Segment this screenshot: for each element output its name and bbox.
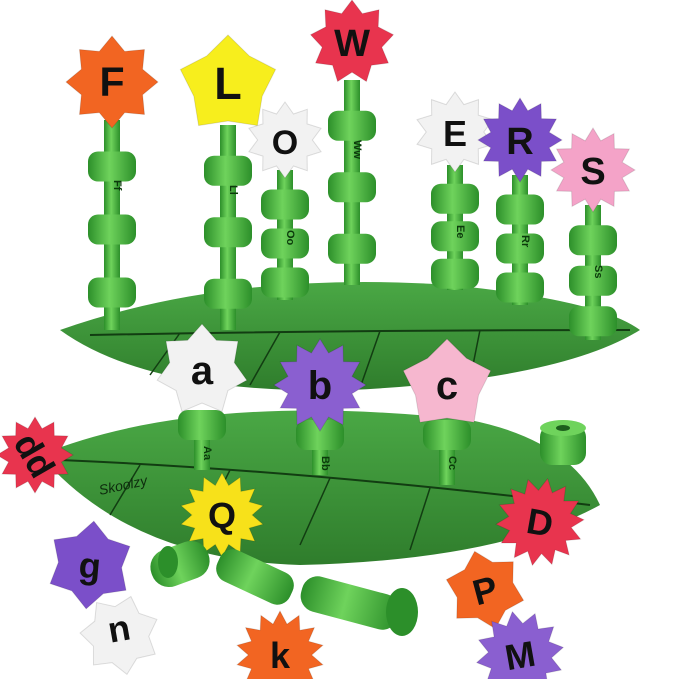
stem-label: Aa [201,446,213,461]
flower-head [273,338,367,432]
peg-disc [178,410,226,440]
flower-peg-f: Ff F [65,35,159,330]
peg-disc [569,225,617,256]
loose-flower-k: k [236,609,324,679]
flower-letter: S [580,151,605,193]
peg-disc [496,233,544,264]
peg-disc [261,228,309,259]
stem-label: Rr [519,235,531,248]
flower-peg-c: Cc c [402,338,492,485]
loose-flower-P: P [445,550,525,630]
peg-disc [261,189,309,220]
loose-flower-letter: M [502,633,539,679]
stem-label: Cc [446,456,458,470]
flower-letter: O [272,124,298,162]
flower-head [402,338,492,423]
loose-flower-D: D [494,477,586,567]
stem-label: Ss [592,265,604,278]
flower-head [65,35,159,129]
loose-flower-M: M [475,610,565,679]
peg-disc [204,278,252,309]
flower-peg-e: Ee E [416,91,494,290]
flower-head [179,34,277,127]
peg-disc [328,233,376,264]
peg-disc [431,183,479,214]
peg-disc [88,151,136,182]
flower-letter: E [443,113,467,154]
stem-label: Ff [111,180,123,191]
flower-peg-b: Bb b [273,338,367,475]
flower-letter: F [99,59,124,105]
loose-flower-letter: k [270,635,291,676]
loose-flower-letter: g [77,544,102,587]
flower-head [309,0,395,83]
peg-disc [261,267,309,298]
flower-letter: b [308,364,332,408]
flower-peg-w: Ww W [309,0,395,285]
flower-letter: W [334,23,370,65]
stem-label: Oo [284,230,296,246]
loose-flower-dd: dd [0,416,74,494]
peg-disc [496,194,544,225]
flower-head [477,97,563,183]
flower-head [416,91,494,173]
peg-disc [88,214,136,245]
flower-letter: c [436,364,458,408]
stem-label: Ee [454,225,466,238]
loose-pegs [150,420,586,636]
peg-disc [328,110,376,141]
stem-label: Ll [227,185,239,195]
peg-disc [88,277,136,308]
flower-head [156,323,248,413]
peg-disc [423,420,471,450]
loose-flower-head [236,609,324,679]
flower-peg-o: Oo O [248,101,322,300]
loose-flower-head [49,520,131,610]
flower-peg-a: Aa a [156,323,248,470]
peg-disc [431,258,479,289]
flower-peg-r: Rr R [477,97,563,305]
peg-disc [496,272,544,303]
stem-label: Bb [319,456,331,471]
loose-flower-head [494,477,586,567]
peg-disc [204,217,252,248]
peg-disc [569,306,617,337]
top-flower-row: Ff F Ll L Oo O Ww W Ee E Rr R Ss S [65,0,636,340]
flower-head [248,101,322,179]
flower-letter: a [191,349,214,393]
stem-label: Ww [351,140,363,159]
peg-disc [431,221,479,252]
peg-disc [296,420,344,450]
loose-flower-head [79,595,158,676]
peg-disc [204,155,252,186]
peg-disc [328,172,376,203]
flower-letter: L [214,58,242,109]
lower-flower-row: Aa aBb bCc c [156,323,492,485]
flower-peg-s: Ss S [550,127,636,340]
peg-disc [569,265,617,296]
loose-flower-u: u [79,595,158,676]
flower-peg-l: Ll L [179,34,277,330]
loose-flower-g: g [49,520,131,610]
flower-letter: R [506,121,533,163]
loose-flower-head [475,610,565,679]
flower-head [550,127,636,213]
loose-flower-letter: Q [208,495,236,536]
loose-flower-head [0,416,74,494]
